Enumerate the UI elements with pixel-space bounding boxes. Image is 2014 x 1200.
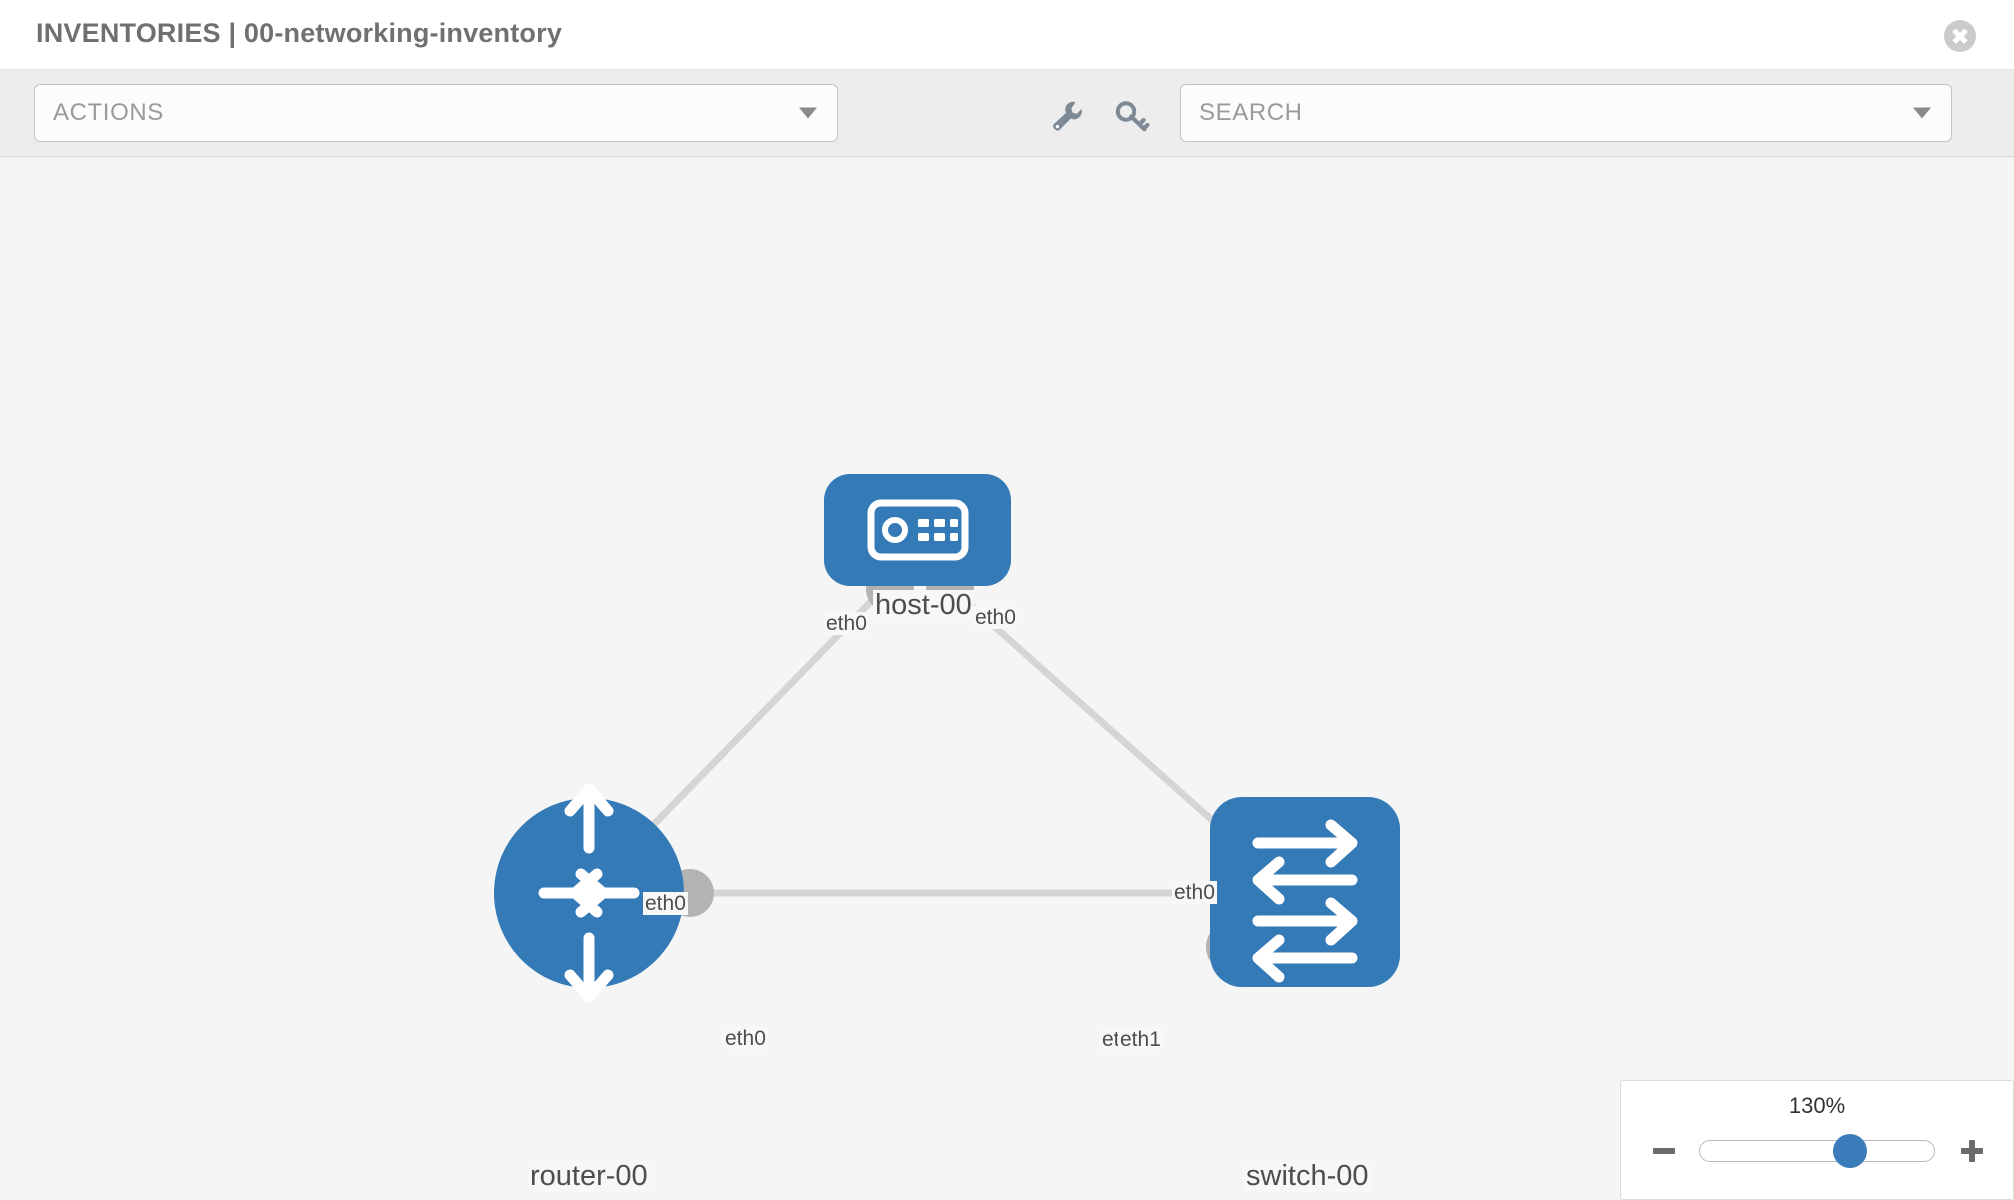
search-placeholder: SEARCH (1199, 99, 1303, 126)
node-switch-00[interactable] (1210, 797, 1400, 987)
minus-icon[interactable] (1651, 1138, 1677, 1164)
interface-label: eth0 (973, 606, 1018, 629)
server-icon (867, 499, 969, 561)
search-input[interactable]: SEARCH (1180, 84, 1952, 142)
key-icon[interactable] (1113, 98, 1151, 136)
node-label-router: router-00 (528, 1160, 650, 1192)
topology-canvas[interactable]: host-00 router-00 switch-00 eth0 eth0 et… (0, 157, 2014, 1200)
router-arrows-icon (538, 783, 640, 1003)
node-router-00[interactable] (494, 783, 684, 1003)
node-label-switch: switch-00 (1244, 1160, 1371, 1192)
interface-label: eth0 (723, 1027, 768, 1050)
plus-icon[interactable] (1959, 1138, 1985, 1164)
interface-label: eth0 (1172, 881, 1217, 904)
actions-dropdown[interactable]: ACTIONS (34, 84, 838, 142)
interface-blob-group (666, 565, 1258, 973)
page-header: INVENTORIES | 00-networking-inventory (0, 0, 2014, 70)
zoom-slider-row (1621, 1129, 2013, 1173)
close-icon[interactable] (1944, 20, 1976, 52)
node-host-00[interactable] (824, 474, 1011, 586)
chevron-down-icon[interactable] (799, 107, 817, 119)
topology-graph: host-00 router-00 switch-00 eth0 eth0 et… (0, 157, 2014, 1200)
chevron-down-icon[interactable] (1913, 107, 1931, 119)
switch-arrows-icon (1252, 819, 1358, 983)
interface-label: eth0 (643, 892, 688, 915)
link-host-switch[interactable] (947, 584, 1243, 848)
wrench-icon[interactable] (1048, 98, 1086, 136)
zoom-slider-thumb[interactable] (1832, 1134, 1867, 1168)
actions-dropdown-label: ACTIONS (53, 99, 164, 126)
topology-svg (494, 474, 1400, 1003)
node-label-host: host-00 (873, 589, 974, 621)
link-group (629, 584, 1243, 897)
interface-label: eth1 (1118, 1028, 1163, 1051)
toolbar: ACTIONS SEARCH (0, 70, 2014, 157)
zoom-percent-label: 130% (1788, 1093, 1846, 1118)
interface-label: eth0 (824, 612, 869, 635)
zoom-control-panel: 130% (1620, 1080, 2014, 1200)
page-title: INVENTORIES | 00-networking-inventory (36, 18, 563, 48)
zoom-slider[interactable] (1699, 1134, 1935, 1168)
